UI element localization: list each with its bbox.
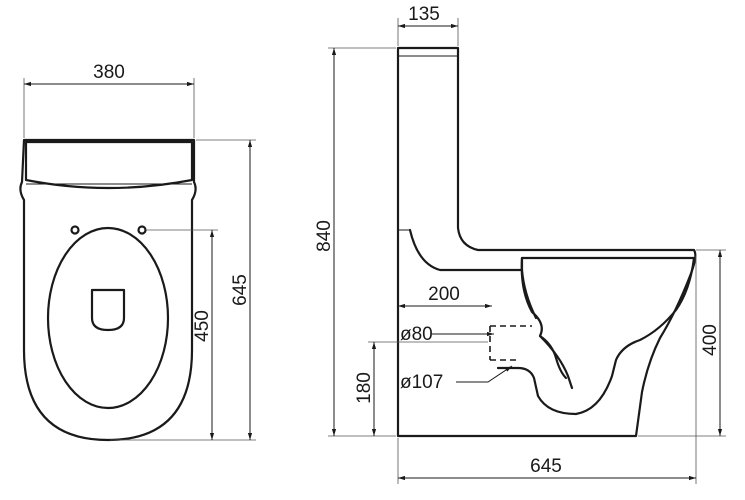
bowl-rim-inner [408,228,696,272]
top-view-drain [90,288,126,332]
top-view-outline [19,138,197,442]
dim-label-dia-80: ø80 [400,324,433,345]
dim-label-tank-depth: 135 [408,4,440,25]
side-view: 135 840 200 ø80 ø107 180 400 645 [314,4,726,484]
top-view-tank [24,140,194,190]
dim-label-top-width: 380 [93,62,125,83]
seat-hole-left [70,225,80,235]
dim-label-dia-107: ø107 [400,372,443,393]
bowl-front [496,256,696,416]
dim-label-side-length: 645 [530,456,562,477]
dim-label-outlet-dist: 200 [428,284,460,305]
dim-label-rim-height: 400 [700,324,721,356]
dim-label-height: 840 [314,220,335,252]
leader-dia-107 [456,365,513,383]
bowl-interior [520,256,574,390]
top-view-bowl [46,226,170,410]
trap-outer [538,334,568,380]
dim-label-top-length: 645 [230,274,251,306]
dim-label-outlet-height: 180 [354,372,375,404]
dim-label-hole-dist: 450 [192,310,213,342]
seat-hole-right [137,225,147,235]
top-view: 380 645 450 [19,62,256,442]
